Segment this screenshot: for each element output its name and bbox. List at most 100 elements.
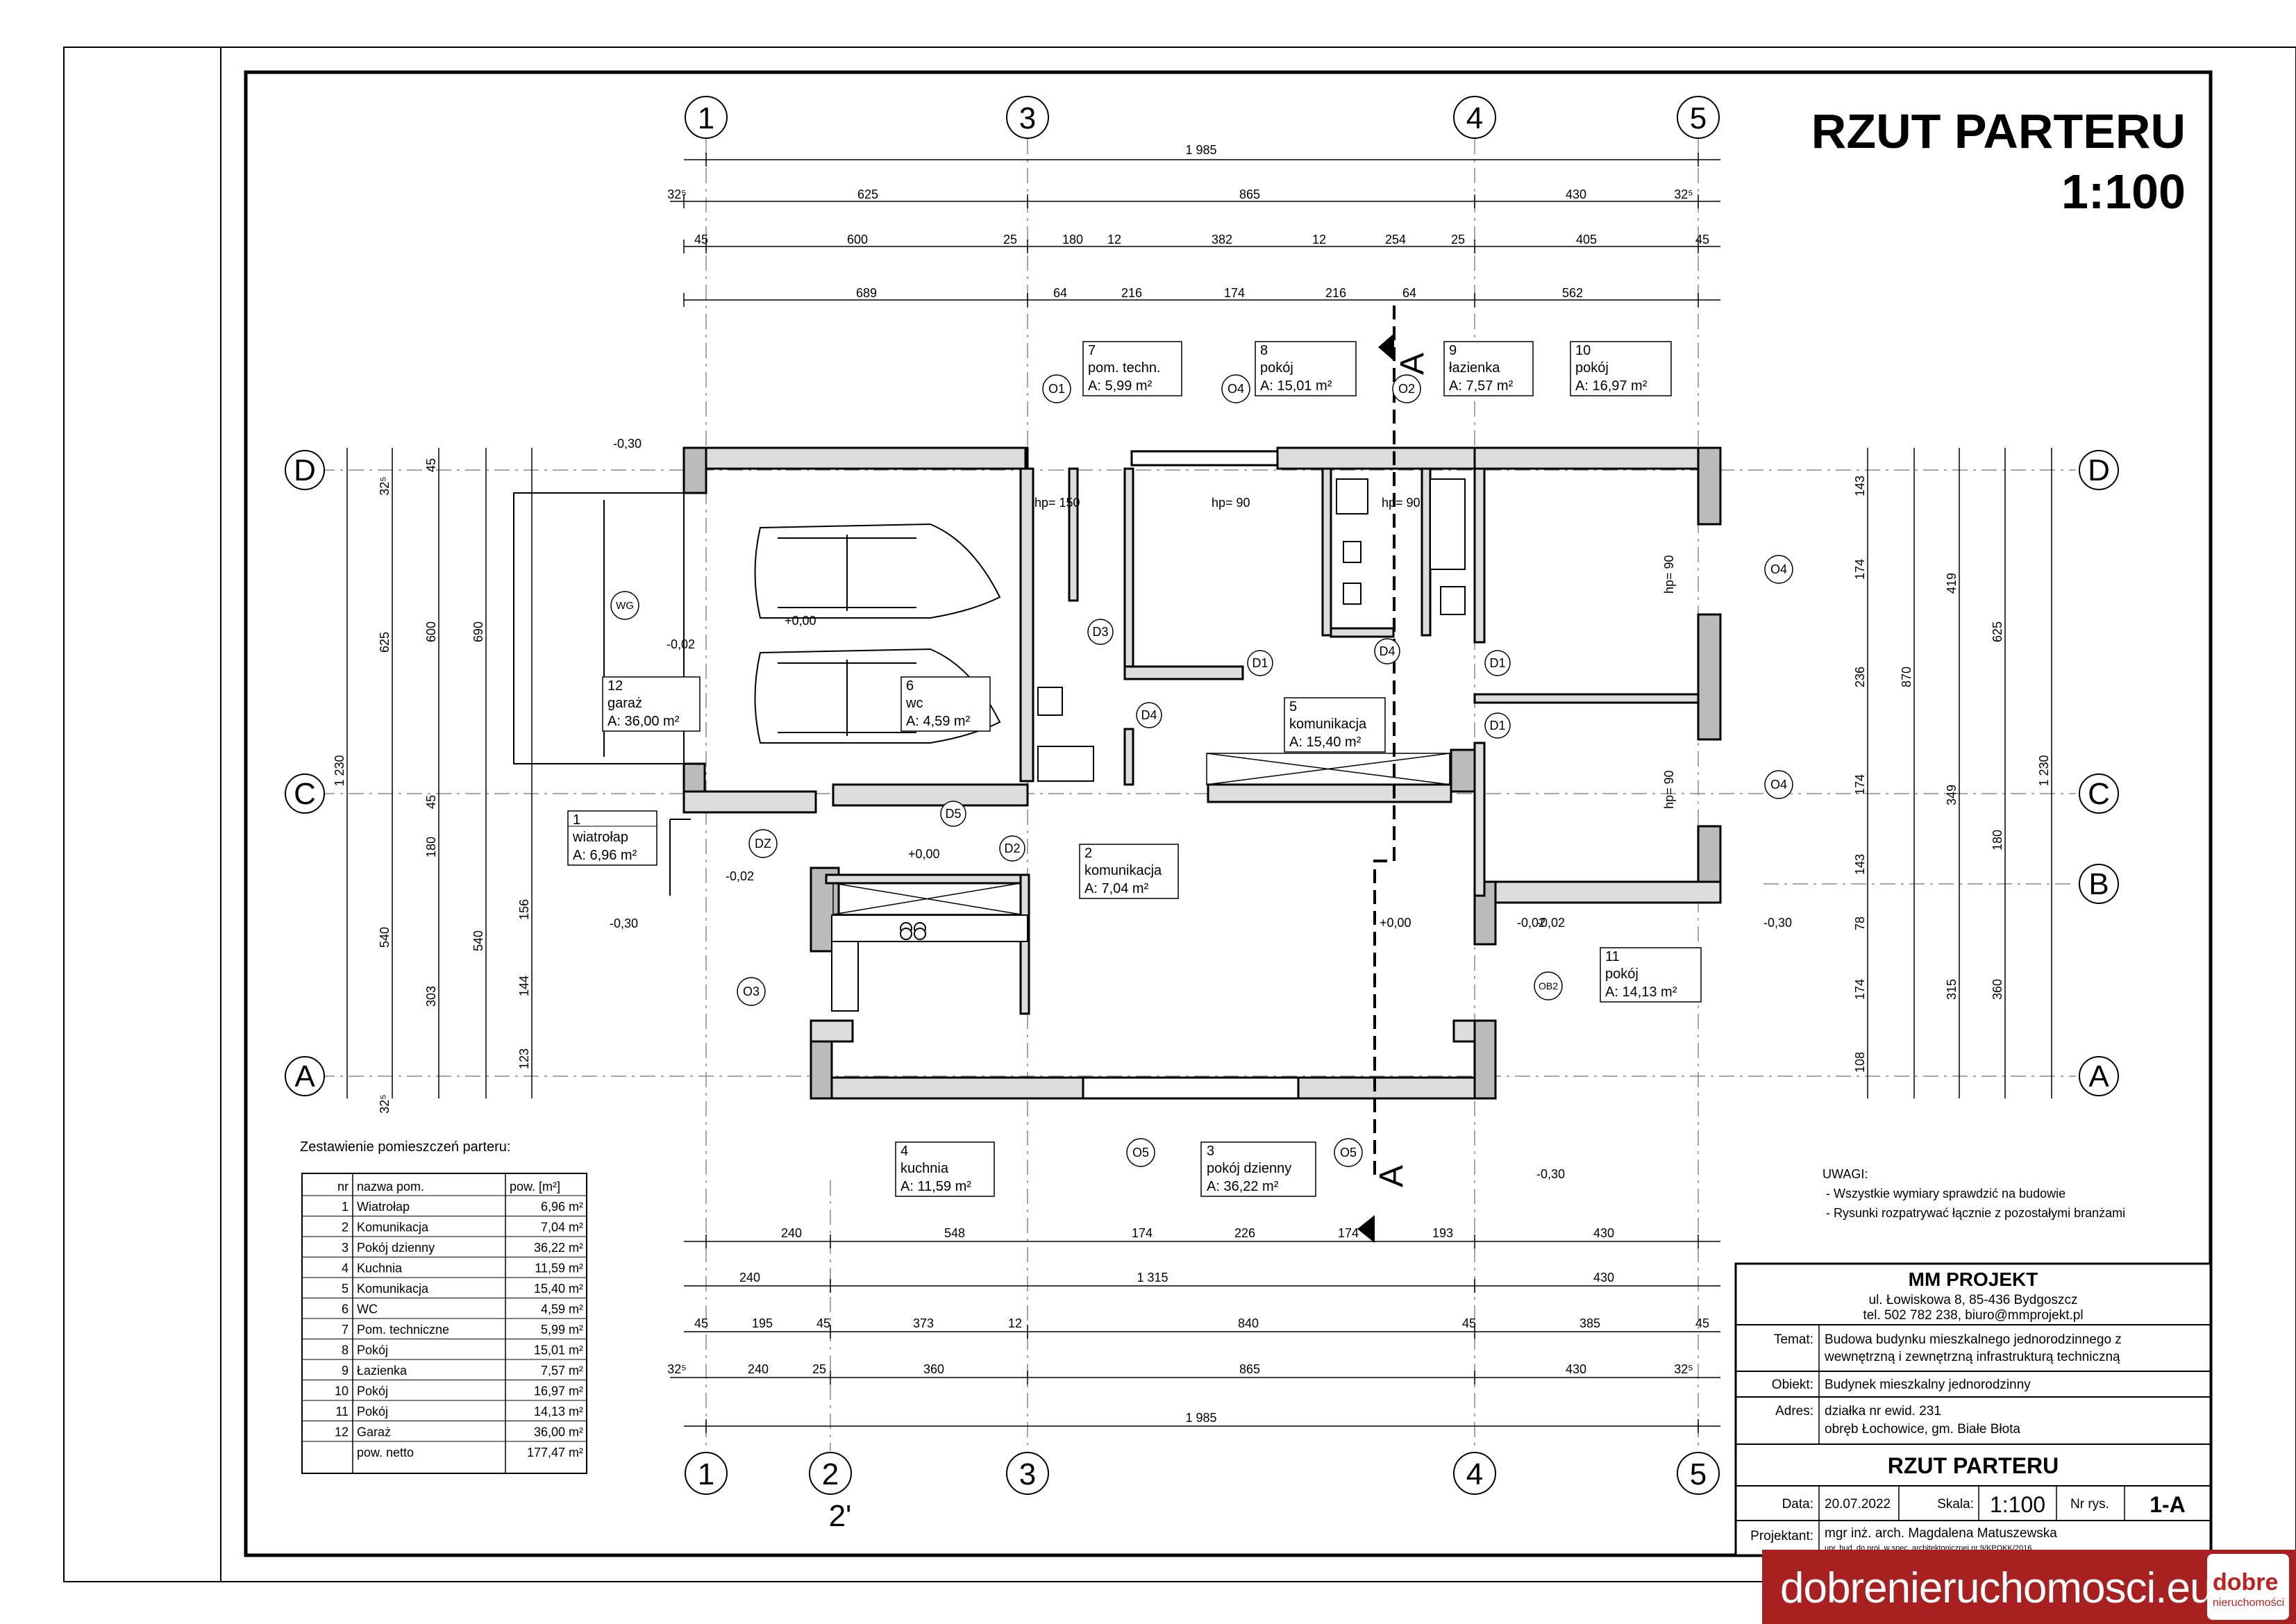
schedule-total-cell: 177,47 m² (527, 1446, 583, 1459)
svg-text:-0,30: -0,30 (613, 437, 642, 451)
svg-text:600: 600 (424, 621, 438, 642)
opening-tags: O1 O4 O2 O4 O4 O3 O5 O5 OB2 WG D3 D4 D1 … (610, 374, 1793, 1167)
room-label: 4 kuchnia A: 11,59 m² (895, 1141, 995, 1197)
svg-text:45: 45 (694, 233, 708, 246)
svg-text:pokój: pokój (1575, 360, 1609, 376)
svg-text:8: 8 (1260, 343, 1268, 358)
svg-text:komunikacja: komunikacja (1084, 863, 1162, 878)
svg-text:10: 10 (1575, 343, 1591, 358)
svg-text:865: 865 (1239, 187, 1260, 201)
svg-text:D3: D3 (1092, 625, 1108, 639)
svg-text:174: 174 (1132, 1226, 1153, 1240)
svg-text:+0,00: +0,00 (908, 847, 940, 861)
svg-text:45: 45 (694, 1316, 708, 1330)
svg-text:3: 3 (1019, 101, 1036, 135)
room-label: 2 komunikacja A: 7,04 m² (1079, 844, 1179, 899)
room-label: 11 pokój A: 14,13 m² (1600, 947, 1702, 1003)
svg-text:A: 5,99 m²: A: 5,99 m² (1088, 378, 1153, 394)
svg-text:32⁵: 32⁵ (1674, 187, 1693, 201)
svg-text:349: 349 (1945, 785, 1959, 805)
svg-text:D: D (294, 453, 316, 487)
svg-text:ul. Łowiskowa 8, 85-436 Bydgos: ul. Łowiskowa 8, 85-436 Bydgoszcz (1869, 1293, 2078, 1307)
svg-text:O2: O2 (1398, 382, 1415, 396)
svg-text:A: 6,96 m²: A: 6,96 m² (573, 848, 637, 863)
svg-text:działka nr ewid. 231: działka nr ewid. 231 (1825, 1404, 1941, 1418)
svg-text:12: 12 (1312, 233, 1326, 246)
svg-text:625: 625 (1991, 621, 2004, 642)
watermark-text: dobrenieruchomosci.eu (1780, 1564, 2213, 1612)
door-tag: D2 (999, 835, 1025, 862)
door-tag: D4 (1136, 702, 1162, 728)
svg-text:216: 216 (1121, 286, 1142, 300)
svg-text:236: 236 (1853, 667, 1867, 687)
svg-text:A: 36,00 m²: A: 36,00 m² (607, 714, 680, 729)
svg-text:O5: O5 (1132, 1146, 1149, 1160)
svg-text:174: 174 (1853, 979, 1867, 1000)
window-tag: O4 (1764, 770, 1793, 799)
schedule-cell: 36,00 m² (534, 1425, 583, 1439)
axis-bubbles-top: 1 3 4 5 (685, 96, 1720, 139)
svg-text:A: 16,97 m²: A: 16,97 m² (1575, 378, 1648, 394)
svg-text:548: 548 (944, 1226, 965, 1240)
svg-text:1 985: 1 985 (1185, 143, 1216, 157)
svg-text:32⁵: 32⁵ (378, 1094, 392, 1113)
svg-text:D1: D1 (1252, 656, 1268, 670)
svg-text:A: A (1373, 1165, 1410, 1187)
svg-text:3: 3 (1207, 1144, 1214, 1159)
svg-text:Adres:: Adres: (1775, 1404, 1813, 1418)
svg-text:D4: D4 (1141, 708, 1157, 722)
svg-text:32⁵: 32⁵ (667, 1362, 686, 1376)
svg-text:2': 2' (829, 1499, 852, 1533)
svg-text:6: 6 (906, 678, 914, 694)
svg-text:obręb Łochowice, gm. Białe Bło: obręb Łochowice, gm. Białe Błota (1825, 1422, 2020, 1437)
svg-text:143: 143 (1853, 854, 1867, 875)
svg-text:360: 360 (1991, 979, 2004, 1000)
schedule-cell: Łazienka (357, 1364, 408, 1378)
svg-text:240: 240 (739, 1271, 760, 1284)
kitchen-counter (831, 914, 1028, 1012)
svg-text:A: 15,40 m²: A: 15,40 m² (1289, 735, 1361, 750)
svg-text:625: 625 (378, 632, 392, 653)
svg-text:Nr rys.: Nr rys. (2070, 1497, 2109, 1512)
schedule-cell: 4 (342, 1262, 349, 1275)
svg-text:Data:: Data: (1782, 1497, 1813, 1512)
svg-text:195: 195 (752, 1316, 773, 1330)
schedule-cell: 6,96 m² (541, 1200, 583, 1214)
svg-text:689: 689 (856, 286, 877, 300)
dims-top-text: 1 985 32⁵ 625 865 430 32⁵ 45 600 25 180 … (667, 143, 1709, 300)
svg-text:Budynek mieszkalny jednorodzin: Budynek mieszkalny jednorodzinny (1825, 1378, 2031, 1392)
schedule-cell: Komunikacja (357, 1282, 429, 1296)
schedule-cell: 8 (342, 1343, 349, 1357)
schedule-cell: 11 (335, 1405, 349, 1418)
svg-text:4: 4 (1466, 1457, 1483, 1491)
schedule-cell: 11,59 m² (535, 1262, 583, 1275)
svg-text:+0,00: +0,00 (1380, 916, 1411, 930)
svg-text:-0,02: -0,02 (1517, 916, 1545, 930)
svg-text:1-A: 1-A (2150, 1492, 2186, 1517)
room-label: 7 pom. techn. A: 5,99 m² (1082, 341, 1182, 396)
svg-text:562: 562 (1562, 286, 1583, 300)
svg-text:174: 174 (1853, 559, 1867, 580)
svg-text:45: 45 (424, 458, 438, 472)
schedule-cell: 5 (342, 1282, 349, 1296)
schedule-cell: 7 (342, 1323, 349, 1337)
svg-text:430: 430 (1566, 187, 1586, 201)
svg-text:C: C (294, 777, 316, 811)
door-tag: DZ (748, 829, 778, 858)
door-tag: D4 (1374, 638, 1400, 664)
svg-text:144: 144 (517, 976, 531, 996)
svg-text:1: 1 (698, 101, 714, 135)
car-icon (754, 523, 1001, 744)
svg-text:303: 303 (424, 986, 438, 1007)
watermark-banner[interactable]: dobrenieruchomosci.eu dobre nieruchomośc… (1762, 1550, 2296, 1624)
svg-text:hp= 90: hp= 90 (1382, 496, 1421, 510)
svg-text:B: B (2088, 867, 2109, 901)
svg-text:25: 25 (812, 1362, 826, 1376)
window-tag: WG (610, 591, 639, 620)
svg-text:143: 143 (1853, 476, 1867, 496)
dims-bottom-text: 240 548 174 226 174 193 430 240 1 315 43… (667, 1226, 1709, 1425)
svg-text:A: A (1394, 353, 1431, 375)
window-tag: O4 (1764, 555, 1793, 584)
svg-text:9: 9 (1449, 343, 1457, 358)
svg-text:Projektant:: Projektant: (1750, 1529, 1813, 1543)
